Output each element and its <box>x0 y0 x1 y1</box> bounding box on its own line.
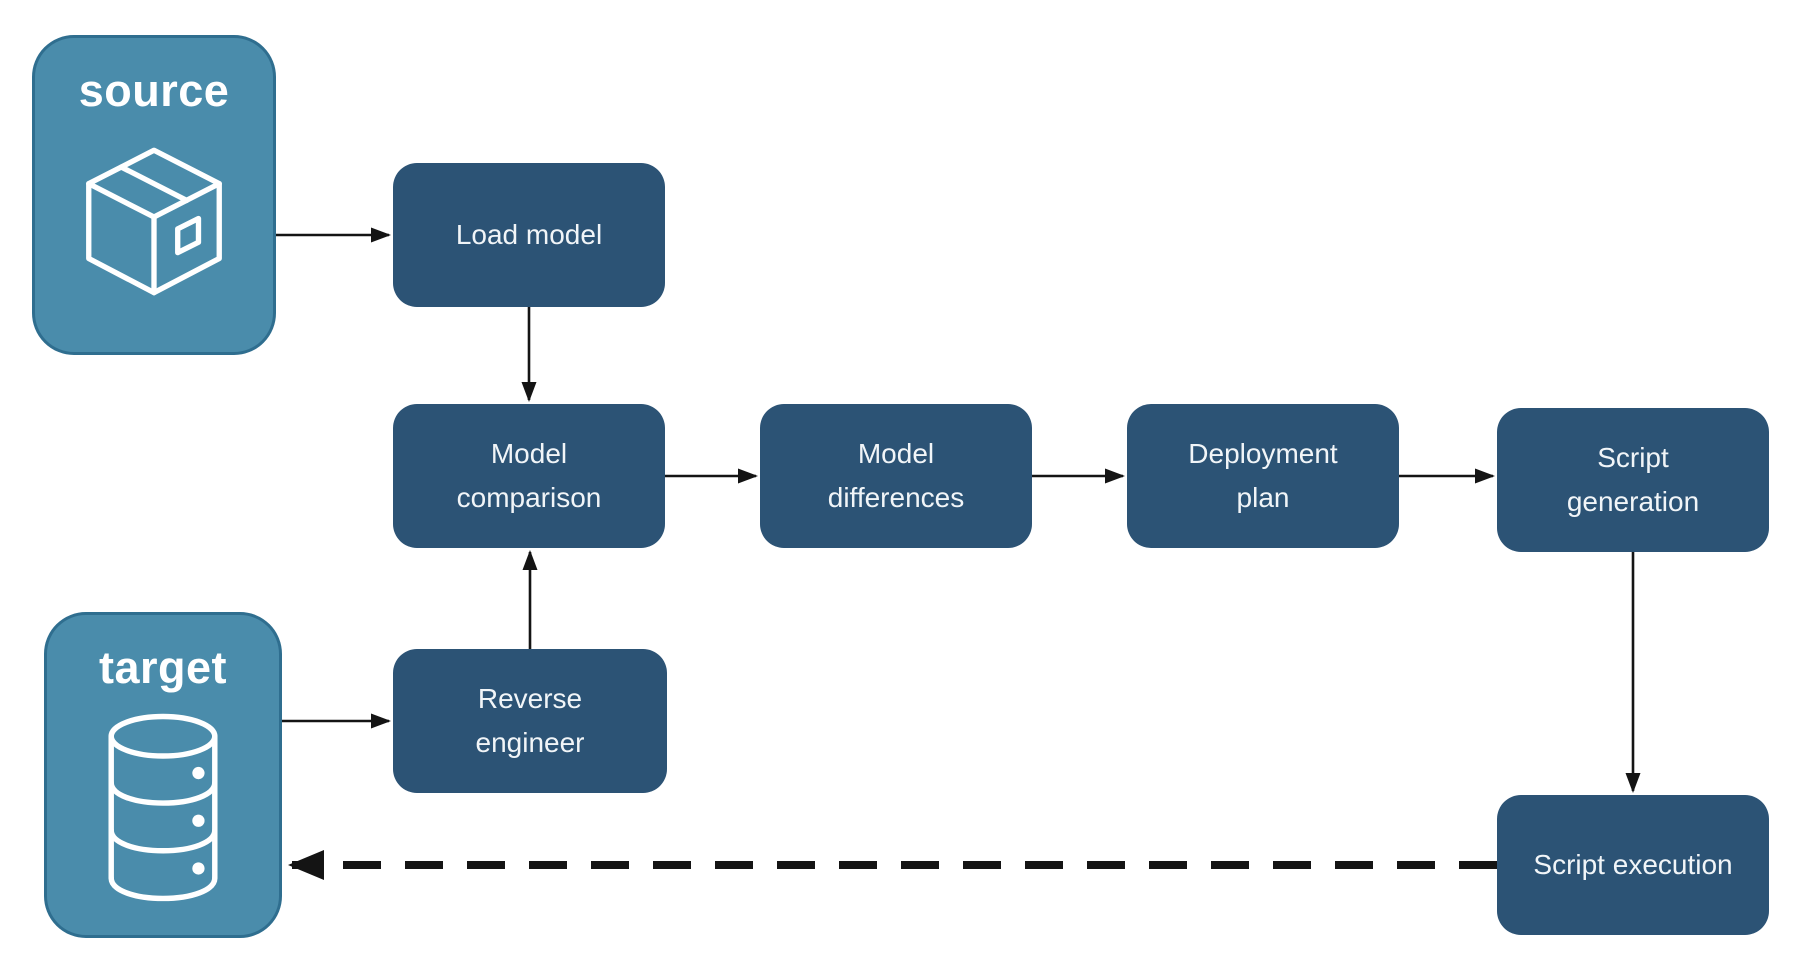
node-load-model: Load model <box>393 163 665 307</box>
target-label: target <box>98 642 228 693</box>
node-label: Model comparison <box>456 438 602 513</box>
node-deployment-plan: Deployment plan <box>1127 404 1399 548</box>
node-label: Reverse engineer <box>475 683 585 758</box>
node-reverse-engineer: Reverse engineer <box>393 649 667 793</box>
node-script-generation: Script generation <box>1497 408 1769 552</box>
node-model-comparison: Model comparison <box>393 404 665 548</box>
node-label: Model differences <box>827 438 965 513</box>
target-container: target <box>44 612 282 938</box>
node-model-differences: Model differences <box>760 404 1032 548</box>
database-icon <box>108 713 218 902</box>
node-label: Load model <box>455 219 603 250</box>
source-container: source <box>32 35 276 355</box>
package-icon <box>86 147 222 296</box>
source-label: source <box>78 65 230 116</box>
node-label: Deployment plan <box>1188 438 1338 513</box>
node-label: Script generation <box>1566 442 1700 517</box>
node-script-execution: Script execution <box>1497 795 1769 935</box>
node-label: Script execution <box>1533 849 1733 880</box>
